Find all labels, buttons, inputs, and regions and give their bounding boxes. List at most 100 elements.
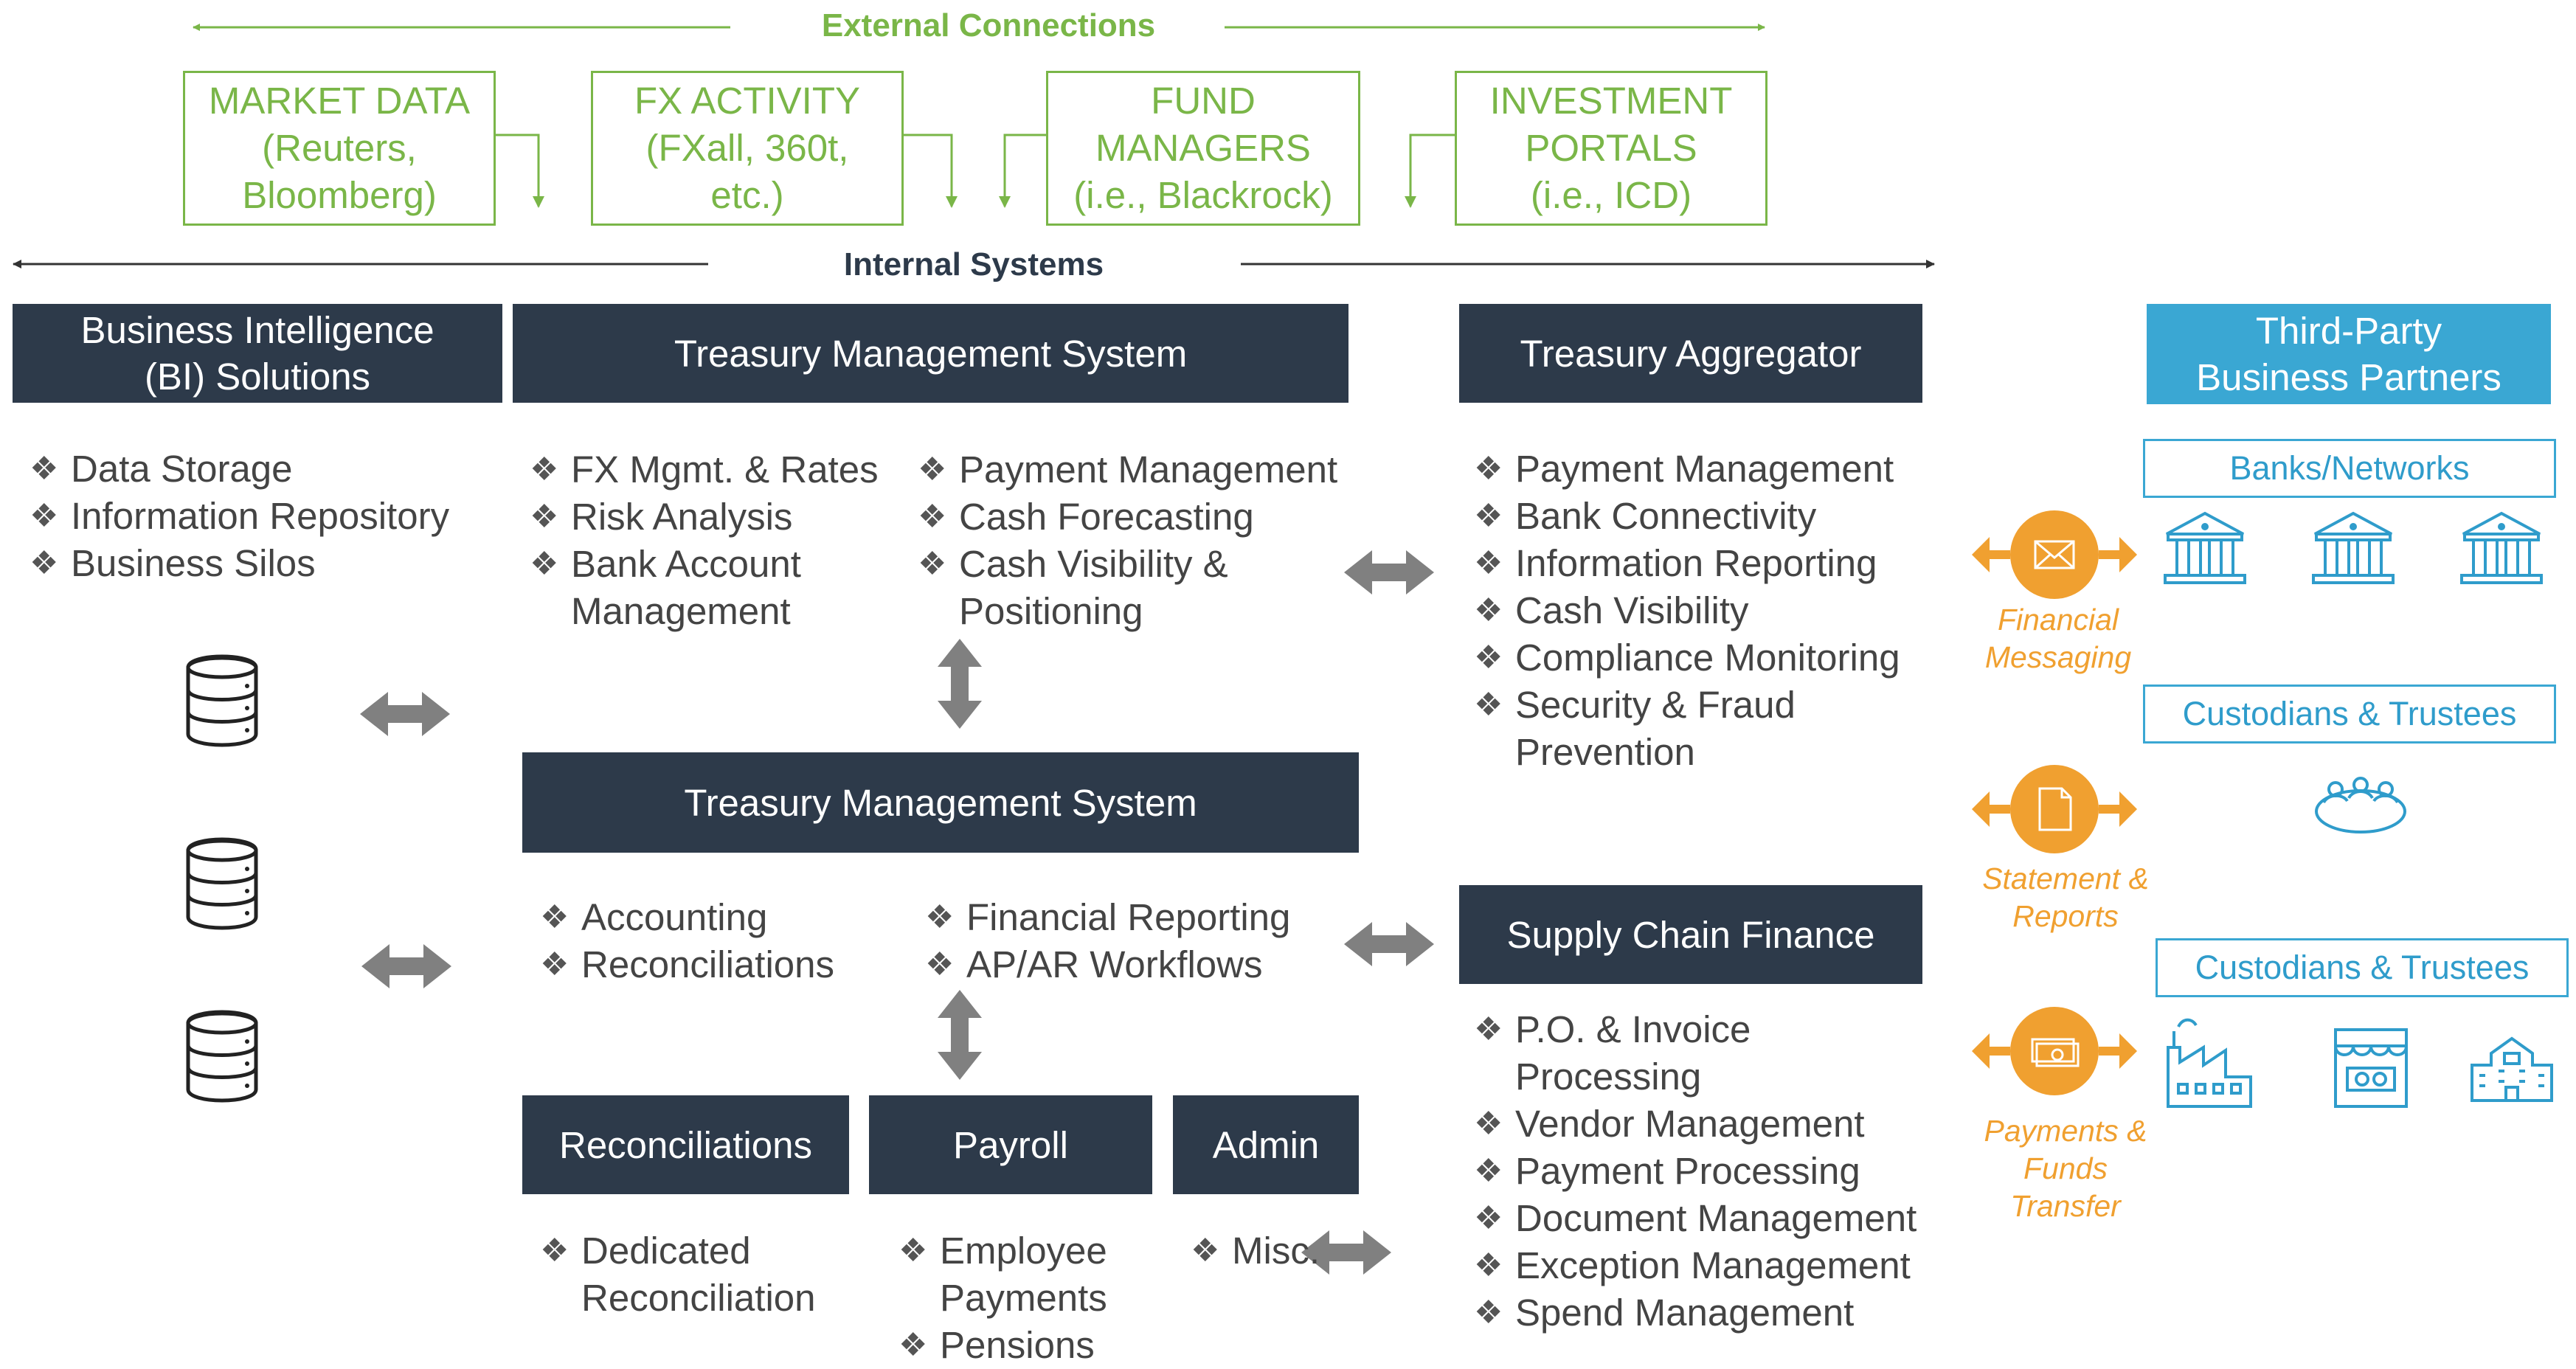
ext-box-line: MARKET DATA	[208, 80, 471, 122]
bullet-icon: ❖	[1474, 687, 1503, 723]
list-item: ❖Information Reporting	[1474, 540, 1900, 587]
list-item: ❖Reconciliations	[540, 941, 834, 988]
elbow-arrow-1	[496, 134, 544, 208]
elbow-arrow-2	[904, 134, 958, 208]
list-item: ❖Vendor Management	[1474, 1101, 1917, 1148]
custodians-trustees-box-1: Custodians & Trustees	[2143, 684, 2556, 744]
internal-systems-label: Internal Systems	[843, 246, 1104, 283]
ext-box-line: MANAGERS	[1095, 127, 1311, 169]
bullet-icon: ❖	[1474, 592, 1503, 628]
bullet-icon: ❖	[918, 546, 947, 582]
document-icon	[2038, 787, 2072, 831]
bullet-icon: ❖	[530, 451, 559, 488]
list-item: ❖Risk Analysis	[530, 493, 879, 541]
list-item: ❖Data Storage	[30, 446, 449, 493]
third-party-title-line: Business Partners	[2196, 356, 2501, 398]
bullet-icon: ❖	[540, 946, 569, 982]
bullet-icon: ❖	[1474, 545, 1503, 581]
reconciliations-header: Reconciliations	[522, 1095, 849, 1194]
double-arrow-bi-2	[361, 944, 451, 988]
bank-icon	[2164, 511, 2246, 584]
bullet-icon: ❖	[918, 499, 947, 535]
bi-title-line: (BI) Solutions	[144, 356, 371, 398]
list-item: ❖Misc.	[1191, 1227, 1320, 1275]
bi-items-list: ❖Data Storage ❖Information Repository ❖B…	[30, 446, 449, 587]
elbow-arrow-3	[999, 134, 1046, 208]
factory-icon	[2167, 1018, 2252, 1108]
fx-activity-box: FX ACTIVITY (FXall, 360t, etc.)	[591, 71, 904, 226]
ext-box-line: (Reuters,	[262, 127, 417, 169]
document-flow	[1972, 765, 2137, 853]
envelope-flow	[1972, 510, 2137, 599]
payroll-header: Payroll	[869, 1095, 1152, 1194]
list-item: ❖Cash Visibility	[1474, 587, 1900, 634]
bullet-icon: ❖	[1474, 1011, 1503, 1047]
ext-box-line: FX ACTIVITY	[634, 80, 861, 122]
double-arrow-admin-scf	[1301, 1230, 1391, 1275]
tms-mid-col2: ❖Financial Reporting ❖AP/AR Workflows	[925, 894, 1290, 988]
bullet-icon: ❖	[899, 1233, 928, 1269]
list-item: ❖Payment Management	[918, 446, 1337, 493]
double-arrow-tms-scf	[1344, 922, 1434, 966]
flow-label-line: Transfer	[2010, 1189, 2121, 1223]
envelope-icon	[2034, 540, 2075, 569]
bullet-icon: ❖	[530, 499, 559, 535]
ext-box-line: Bloomberg)	[242, 174, 437, 216]
list-item: ❖Cash Forecasting	[918, 493, 1337, 541]
investment-portals-box: INVESTMENT PORTALS (i.e., ICD)	[1455, 71, 1767, 226]
market-data-box: MARKET DATA (Reuters, Bloomberg)	[183, 71, 496, 226]
ext-box-line: etc.)	[710, 174, 784, 216]
list-item: ❖Payment Processing	[1474, 1148, 1917, 1195]
aggregator-items: ❖Payment Management ❖Bank Connectivity ❖…	[1474, 446, 1900, 776]
ext-box-line: (i.e., ICD)	[1530, 174, 1692, 216]
custodians-trustees-box-2: Custodians & Trustees	[2156, 938, 2569, 997]
external-connections-label: External Connections	[821, 7, 1156, 44]
tms-top-header: Treasury Management System	[513, 304, 1348, 403]
list-item: ❖Business Silos	[30, 540, 449, 587]
supply-chain-finance-header: Supply Chain Finance	[1459, 885, 1922, 984]
bullet-icon: ❖	[30, 545, 59, 581]
bullet-icon: ❖	[530, 546, 559, 582]
admin-header: Admin	[1173, 1095, 1359, 1194]
money-flow	[1972, 1007, 2137, 1095]
list-item: ❖Cash Visibility &Positioning	[918, 541, 1337, 635]
flow-label-line: Payments &	[1984, 1114, 2147, 1148]
double-arrow-tms-aggregator	[1344, 550, 1434, 595]
database-icon	[186, 1010, 258, 1103]
elbow-arrow-4	[1405, 134, 1455, 208]
fund-managers-box: FUND MANAGERS (i.e., Blackrock)	[1046, 71, 1360, 226]
bullet-icon: ❖	[1474, 451, 1503, 487]
bullet-icon: ❖	[1191, 1233, 1220, 1269]
ext-box-line: PORTALS	[1525, 127, 1697, 169]
tms-top-col2: ❖Payment Management ❖Cash Forecasting ❖C…	[918, 446, 1337, 635]
ext-box-line: (i.e., Blackrock)	[1073, 174, 1333, 216]
admin-items: ❖Misc.	[1191, 1227, 1320, 1275]
third-party-header: Third-Party Business Partners	[2147, 304, 2551, 404]
bullet-icon: ❖	[30, 451, 59, 487]
double-arrow-vertical-1	[938, 639, 982, 729]
ext-box-line: (FXall, 360t,	[645, 127, 849, 169]
bullet-icon: ❖	[540, 1233, 569, 1269]
tms-mid-col1: ❖Accounting ❖Reconciliations	[540, 894, 834, 988]
flow-label-line: Statement &	[1982, 862, 2149, 895]
bullet-icon: ❖	[1474, 1247, 1503, 1283]
tms-top-col1: ❖FX Mgmt. & Rates ❖Risk Analysis ❖Bank A…	[530, 446, 879, 635]
list-item: ❖AP/AR Workflows	[925, 941, 1290, 988]
bullet-icon: ❖	[1474, 1153, 1503, 1189]
list-item: ❖Exception Management	[1474, 1242, 1917, 1289]
bullet-icon: ❖	[899, 1327, 928, 1363]
list-item: ❖Payment Management	[1474, 446, 1900, 493]
list-item: ❖Financial Reporting	[925, 894, 1290, 941]
list-item: ❖Accounting	[540, 894, 834, 941]
bullet-icon: ❖	[540, 899, 569, 935]
database-icon	[186, 837, 258, 930]
list-item: ❖Compliance Monitoring	[1474, 634, 1900, 682]
bullet-icon: ❖	[918, 451, 947, 488]
double-arrow-vertical-2	[938, 990, 982, 1080]
